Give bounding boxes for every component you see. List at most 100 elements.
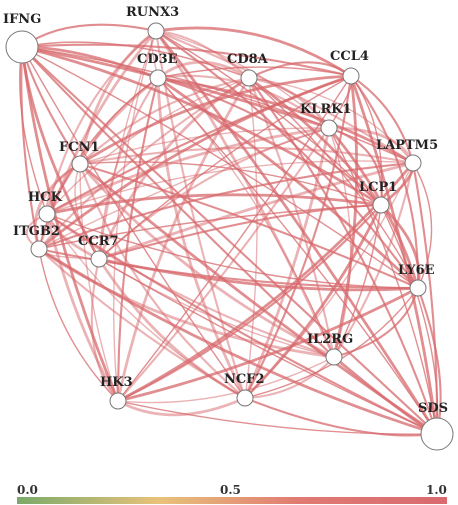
edge-cd3e-ccr7	[97, 77, 159, 260]
node-sds[interactable]	[420, 417, 454, 451]
edge-hck-sds	[46, 213, 438, 435]
colorbar: 0.0 0.5 1.0	[17, 483, 447, 504]
edge-cd3e-itgb2	[38, 77, 159, 250]
node-cd8a[interactable]	[240, 69, 258, 87]
node-label-lcp1: LCP1	[359, 180, 397, 195]
edge-lcp1-ncf2	[244, 204, 383, 399]
edge-cd8a-lcp1	[248, 76, 383, 206]
edge-cd8a-ly6e	[248, 77, 419, 289]
edge-runx3-il2rg	[154, 30, 336, 358]
node-ifng[interactable]	[5, 30, 39, 64]
edge-ifng-ly6e	[21, 46, 419, 289]
edge-cd8a-fcn1	[79, 76, 250, 165]
edge-laptm5-hck	[46, 160, 414, 215]
node-label-il2rg: IL2RG	[307, 332, 353, 347]
node-label-laptm5: LAPTM5	[376, 138, 438, 153]
edge-hck-hk3	[45, 213, 120, 402]
edge-hck-il2rg	[46, 213, 335, 358]
edge-klrk1-il2rg	[328, 127, 352, 358]
node-il2rg[interactable]	[325, 348, 343, 366]
node-ncf2[interactable]	[236, 389, 254, 407]
edge-cd8a-ccl4	[248, 61, 352, 79]
edge-lcp1-sds	[380, 204, 439, 435]
colorbar-gradient	[17, 497, 447, 504]
edge-fcn1-il2rg	[78, 163, 335, 359]
edge-lcp1-ccr7	[98, 203, 382, 261]
node-klrk1[interactable]	[320, 119, 338, 137]
node-cd3e[interactable]	[149, 69, 167, 87]
node-label-cd3e: CD3E	[137, 52, 178, 67]
edge-laptm5-fcn1	[79, 146, 414, 166]
edge-ccl4-laptm5	[350, 75, 415, 164]
edge-lcp1-il2rg	[333, 204, 382, 358]
edge-cd3e-ccl4	[157, 66, 352, 79]
edge-ly6e-hk3	[117, 286, 419, 403]
edge-hk3-ncf2	[117, 396, 246, 417]
edge-cd3e-cd8a	[157, 60, 250, 80]
edge-cd8a-sds	[248, 77, 438, 435]
edge-cd8a-hck	[46, 77, 250, 215]
edge-ifng-ncf2	[21, 46, 246, 399]
edge-laptm5-itgb2	[38, 161, 414, 250]
node-layer	[5, 22, 454, 451]
node-label-hk3: HK3	[100, 375, 133, 390]
edge-lcp1-hk3	[117, 204, 382, 402]
edge-fcn1-itgb2	[33, 162, 81, 250]
colorbar-tick-min: 0.0	[17, 483, 38, 497]
colorbar-tick-mid: 0.5	[220, 483, 241, 497]
edge-ccl4-hk3	[117, 75, 352, 402]
node-label-runx3: RUNX3	[126, 5, 179, 20]
node-laptm5[interactable]	[404, 154, 422, 172]
edge-il2rg-hk3	[117, 356, 335, 404]
node-ccr7[interactable]	[90, 250, 108, 268]
edge-cd8a-il2rg	[248, 77, 336, 358]
edge-il2rg-ncf2	[244, 356, 335, 400]
node-label-cd8a: CD8A	[227, 52, 269, 67]
edge-cd8a-ncf2	[244, 77, 258, 399]
edge-laptm5-sds	[411, 162, 439, 435]
node-label-ccr7: CCR7	[78, 234, 119, 249]
node-label-fcn1: FCN1	[59, 140, 100, 155]
node-ccl4[interactable]	[342, 67, 360, 85]
edge-ccr7-ncf2	[97, 258, 246, 400]
node-label-ncf2: NCF2	[224, 372, 265, 387]
edge-laptm5-ccr7	[98, 161, 414, 261]
edge-hck-ly6e	[46, 213, 419, 289]
node-lcp1[interactable]	[372, 196, 390, 214]
node-itgb2[interactable]	[30, 240, 48, 258]
node-label-hck: HCK	[28, 190, 63, 205]
node-label-ly6e: LY6E	[398, 263, 435, 278]
edge-runx3-cd8a	[155, 29, 250, 79]
edge-fcn1-lcp1	[79, 161, 382, 206]
edge-itgb2-ly6e	[38, 247, 419, 290]
edge-cd8a-laptm5	[248, 77, 414, 164]
edge-lcp1-hck	[46, 193, 382, 216]
edge-hk3-sds	[117, 400, 438, 435]
node-label-ifng: IFNG	[3, 12, 41, 27]
edge-ccr7-hk3	[90, 258, 119, 402]
edge-ccl4-fcn1	[79, 74, 352, 166]
edge-fcn1-hk3	[79, 163, 119, 402]
edge-klrk1-ccr7	[98, 126, 330, 260]
node-fcn1[interactable]	[71, 155, 89, 173]
edge-ccl4-il2rg	[332, 75, 359, 358]
node-label-sds: SDS	[418, 401, 448, 416]
node-hk3[interactable]	[109, 392, 127, 410]
node-runx3[interactable]	[147, 22, 165, 40]
edge-laptm5-ly6e	[412, 162, 433, 289]
edge-ifng-hk3	[20, 46, 120, 402]
node-label-itgb2: ITGB2	[13, 224, 60, 239]
colorbar-tick-max: 1.0	[426, 483, 447, 497]
edge-cd8a-hk3	[116, 77, 251, 402]
edge-klrk1-fcn1	[79, 127, 330, 165]
edge-ncf2-sds	[244, 397, 438, 437]
edge-laptm5-il2rg	[333, 162, 415, 358]
edge-ly6e-ncf2	[244, 287, 419, 399]
node-ly6e[interactable]	[409, 279, 427, 297]
node-hck[interactable]	[38, 205, 56, 223]
edge-ccl4-itgb2	[38, 74, 352, 251]
edge-runx3-hk3	[113, 30, 157, 402]
edge-itgb2-hk3	[38, 248, 119, 402]
